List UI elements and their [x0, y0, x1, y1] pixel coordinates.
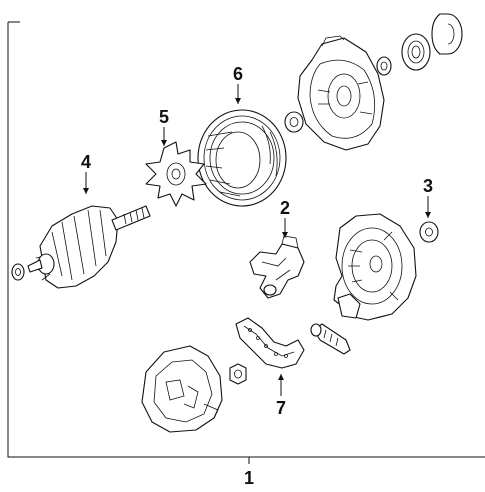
- terminal-bolt: [310, 323, 351, 355]
- front-housing: [297, 35, 385, 151]
- rear-housing: [333, 213, 417, 321]
- callout-3: 3: [423, 176, 433, 196]
- voltage-regulator: [249, 235, 305, 299]
- rotor-assembly: [27, 205, 151, 289]
- callout-7: 7: [276, 398, 286, 418]
- rear-cover: [141, 345, 223, 433]
- callout-5: 5: [159, 107, 169, 127]
- callout-1: 1: [244, 468, 254, 488]
- housing-washer: [284, 111, 304, 133]
- drive-collar: [401, 33, 431, 71]
- callout-6: 6: [233, 64, 243, 84]
- cover-nut: [229, 363, 247, 385]
- pulley: [431, 13, 463, 55]
- diagram-frame: [7, 22, 485, 458]
- rotor-washer: [11, 263, 25, 281]
- spacer-washer-top: [376, 56, 392, 76]
- cooling-fan: [145, 141, 207, 207]
- callout-4: 4: [81, 152, 91, 172]
- rear-washer: [419, 221, 439, 243]
- callout-2: 2: [280, 198, 290, 218]
- stator-assembly: [197, 109, 287, 207]
- brush-holder: [235, 317, 305, 369]
